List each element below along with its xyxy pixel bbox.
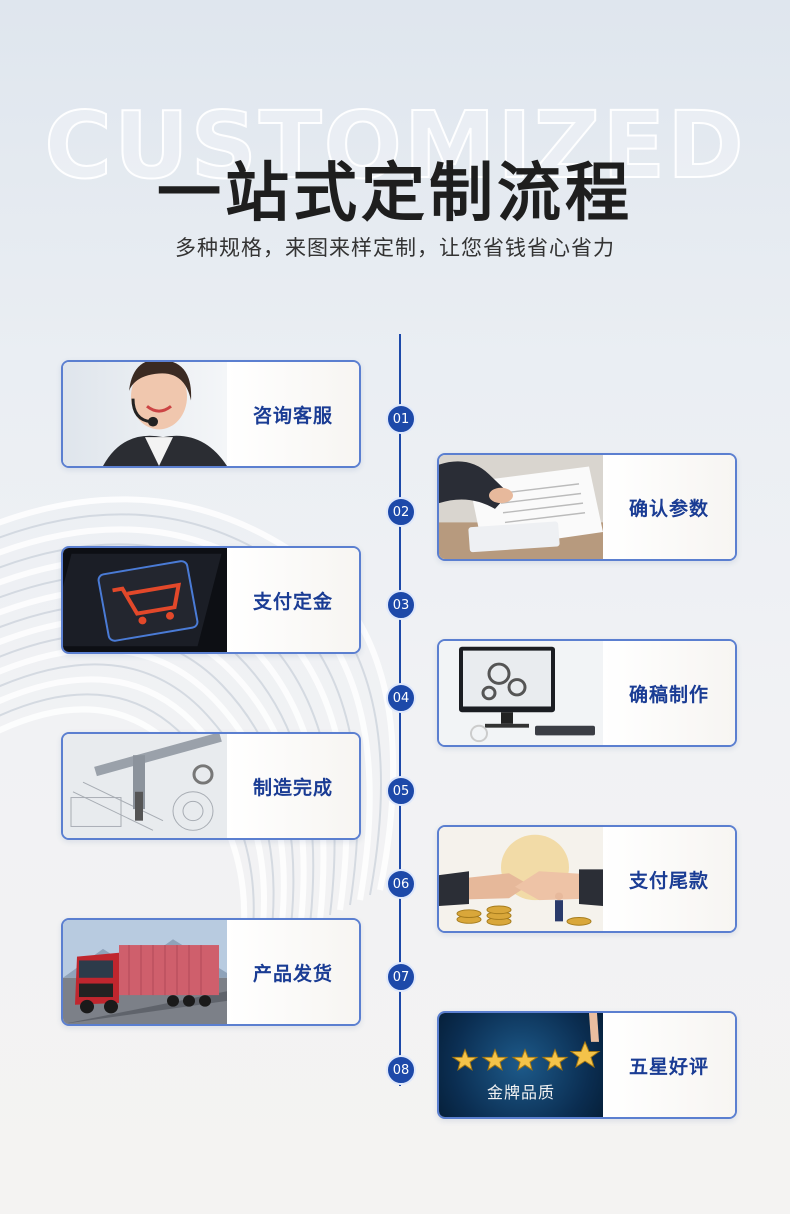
shopping-cart-key-photo	[63, 548, 227, 652]
gold-quality-badge-text: 金牌品质	[486, 1083, 555, 1102]
step-card-shipping[interactable]: 产品发货	[61, 918, 361, 1026]
customized-watermark: CUSTOMIZED	[43, 91, 746, 200]
monitor-gears-photo	[439, 641, 603, 745]
red-truck-photo	[63, 920, 227, 1024]
step-card-final-payment[interactable]: 支付尾款	[437, 825, 737, 933]
caliper-blueprint-photo	[63, 734, 227, 838]
handshake-coins-photo	[439, 827, 603, 931]
step-number-03: 03	[386, 590, 416, 620]
step-label: 确稿制作	[603, 641, 735, 745]
step-label: 支付尾款	[603, 827, 735, 931]
step-number-08: 08	[386, 1055, 416, 1085]
customer-service-photo	[63, 362, 227, 466]
step-card-design-production[interactable]: 确稿制作	[437, 639, 737, 747]
step-number-05: 05	[386, 776, 416, 806]
gold-stars-photo: 金牌品质	[439, 1013, 603, 1117]
step-label: 产品发货	[227, 920, 359, 1024]
step-label: 五星好评	[603, 1013, 735, 1117]
page-subtitle: 多种规格，来图来样定制，让您省钱省心省力	[175, 236, 615, 260]
step-number-02: 02	[386, 497, 416, 527]
step-label: 支付定金	[227, 548, 359, 652]
signing-document-photo	[439, 455, 603, 559]
step-label: 制造完成	[227, 734, 359, 838]
step-card-confirm-params[interactable]: 确认参数	[437, 453, 737, 561]
step-card-manufacturing-complete[interactable]: 制造完成	[61, 732, 361, 840]
step-label: 确认参数	[603, 455, 735, 559]
step-card-deposit[interactable]: 支付定金	[61, 546, 361, 654]
step-card-five-star-review[interactable]: 金牌品质 五星好评	[437, 1011, 737, 1119]
page-title: 一站式定制流程	[157, 157, 633, 231]
step-number-07: 07	[386, 962, 416, 992]
step-label: 咨询客服	[227, 362, 359, 466]
step-number-04: 04	[386, 683, 416, 713]
step-card-consult[interactable]: 咨询客服	[61, 360, 361, 468]
step-number-06: 06	[386, 869, 416, 899]
step-number-01: 01	[386, 404, 416, 434]
